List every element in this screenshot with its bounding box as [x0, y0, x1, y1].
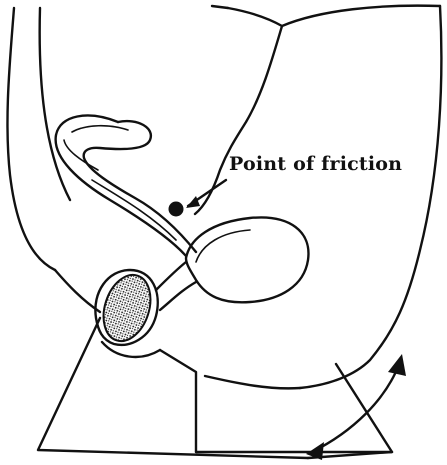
bladder-shape — [186, 217, 308, 302]
friction-point-dot — [169, 202, 184, 217]
curved-tube — [56, 116, 196, 256]
stippled-structure — [95, 269, 158, 347]
friction-arrow — [186, 180, 226, 208]
body-outline — [7, 6, 441, 389]
friction-label: Point of friction — [229, 153, 402, 175]
